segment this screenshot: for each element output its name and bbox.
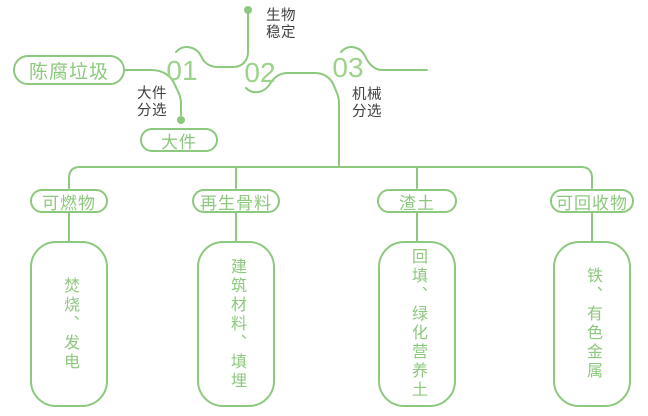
branch-result-text: 铁、有色金属 (584, 267, 601, 381)
step-label-bio-stabilization: 生物 稳定 (266, 8, 296, 41)
branch-category-label: 可燃物 (42, 193, 96, 213)
branch-result-box-slag: 回填、绿化营养土 (378, 241, 456, 407)
step-number-02: 02 (244, 57, 276, 88)
connector-02-to-grid (245, 72, 340, 167)
connector-arc-over-03-tail (340, 46, 428, 71)
connector-bio-branch (232, 13, 249, 68)
connector-source-to-bulky (124, 69, 182, 116)
connector-distribution-line (68, 166, 593, 189)
branch-result-box-combustible: 焚烧、发电 (30, 241, 108, 407)
branch-pill-combustible: 可燃物 (30, 189, 108, 213)
branch-result-text: 建筑材料、填埋 (228, 257, 245, 391)
node-dot-bio (244, 6, 252, 14)
branch-category-label: 渣土 (399, 193, 435, 213)
branch-category-label: 可回收物 (556, 193, 628, 213)
branch-result-text: 焚烧、发电 (61, 276, 78, 372)
source-node: 陈腐垃圾 (13, 55, 125, 85)
step-label-mechanical-sorting: 机械 分选 (352, 87, 382, 120)
step-label-bulky-sorting: 大件 分选 (137, 86, 167, 119)
step-number-01: 01 (166, 55, 198, 86)
branch-category-label: 再生骨料 (200, 193, 272, 213)
branch-result-box-recyclable: 铁、有色金属 (553, 241, 631, 407)
bulky-output-node: 大件 (140, 128, 218, 152)
node-dot-bulky (177, 116, 185, 124)
bulky-output-label: 大件 (161, 132, 197, 152)
branch-result-text: 回填、绿化营养土 (409, 248, 426, 400)
branch-pill-recyclable: 可回收物 (550, 189, 634, 213)
branch-pill-slag: 渣土 (377, 189, 457, 213)
source-label: 陈腐垃圾 (28, 61, 109, 83)
branch-pill-regenerate-aggregate: 再生骨料 (192, 189, 280, 213)
branch-result-box-regenerate-aggregate: 建筑材料、填埋 (197, 241, 275, 407)
connector-arc-over-01 (175, 46, 234, 68)
step-number-03: 03 (332, 52, 364, 83)
